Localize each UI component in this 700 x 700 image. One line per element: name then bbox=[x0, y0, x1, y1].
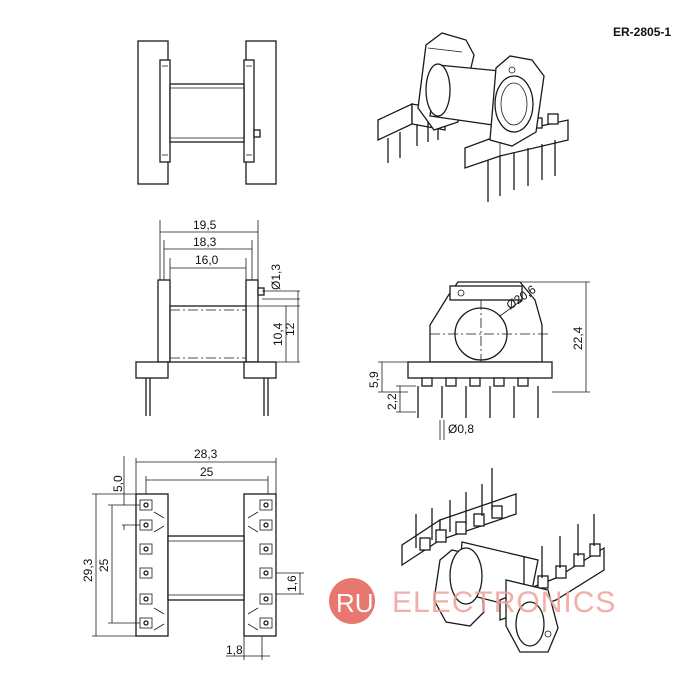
bottom-dim-pin-span: 25 bbox=[200, 465, 214, 479]
side-dim-pin-diameter: Ø0,8 bbox=[448, 422, 474, 436]
bottom-dim-overall-height: 29,3 bbox=[81, 558, 95, 582]
watermark-badge-text: RU bbox=[336, 588, 374, 618]
front-dim-overall-width: 19,5 bbox=[193, 218, 217, 232]
part-number-title: ER-2805-1 bbox=[613, 25, 671, 39]
front-dim-total-height: 12 bbox=[283, 322, 297, 336]
side-dim-base-height: 5,9 bbox=[367, 371, 381, 388]
bottom-dim-flange-thickness: 1,8 bbox=[226, 643, 243, 657]
watermark-logo: RU ELECTRONICS bbox=[329, 578, 616, 624]
front-view bbox=[135, 220, 300, 416]
isometric-bottom-view bbox=[401, 468, 605, 653]
isometric-view bbox=[377, 32, 569, 202]
bottom-dim-top-offset: 5,0 bbox=[111, 475, 125, 492]
bottom-dim-pin-pitch: 1,6 bbox=[285, 575, 299, 592]
bottom-view bbox=[92, 456, 304, 660]
front-dim-pin-hole: Ø1,3 bbox=[269, 264, 283, 290]
bottom-dim-overall-width: 28,3 bbox=[194, 447, 218, 461]
side-view bbox=[378, 281, 590, 440]
top-view bbox=[137, 40, 277, 185]
front-dim-core-width: 16,0 bbox=[195, 253, 219, 267]
side-dim-height: 22,4 bbox=[571, 326, 585, 350]
bottom-dim-pin-row-span: 25 bbox=[97, 558, 111, 572]
watermark-badge-circle bbox=[329, 578, 375, 624]
front-dim-core-height: 10,4 bbox=[271, 322, 285, 346]
front-dim-flange-span: 18,3 bbox=[193, 235, 217, 249]
side-dim-pin-length: 2,2 bbox=[385, 393, 399, 410]
watermark-text: ELECTRONICS bbox=[392, 586, 616, 619]
